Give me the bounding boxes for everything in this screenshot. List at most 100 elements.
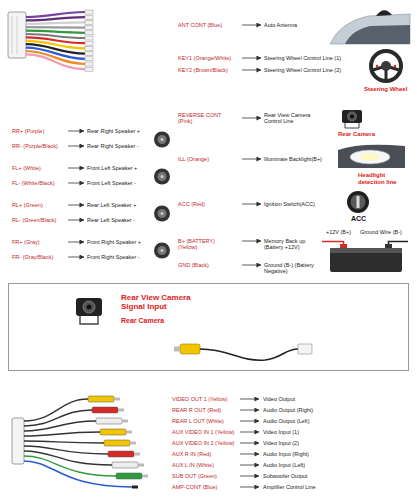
camera-picture	[76, 298, 102, 316]
headlight-picture	[338, 145, 405, 168]
wire-label: RR+ (Purple)	[12, 128, 44, 134]
steering-wheel-picture	[381, 61, 391, 71]
wire-label: ACC (Red)	[178, 201, 205, 207]
harness-connector	[26, 12, 85, 17]
rca-harness-picture	[100, 429, 126, 435]
rca-cable-picture	[200, 349, 298, 360]
ignition-picture	[347, 191, 369, 213]
pointer-arrow	[68, 205, 84, 206]
wire-label: REAR R OUT (Red)	[172, 407, 221, 413]
battery-picture	[330, 248, 402, 253]
part-caption: ACC	[351, 215, 366, 223]
function-label: Audio Input (Left)	[263, 462, 305, 468]
wire-label: KEY1 (Orange/White)	[178, 55, 231, 61]
camera-picture	[342, 110, 362, 128]
pointer-arrow	[68, 242, 84, 243]
wire-label: AUX VIDEO IN 1 (Yellow)	[172, 429, 234, 435]
rca-harness-picture	[88, 396, 114, 402]
rca-harness-picture	[142, 475, 148, 478]
camera-picture	[345, 123, 359, 128]
antenna-picture	[376, 10, 392, 16]
rca-harness-picture	[24, 441, 104, 443]
rca-harness-picture	[132, 486, 138, 489]
rca-harness-picture	[104, 440, 130, 446]
steering-wheel-picture	[371, 51, 401, 81]
speaker-icon	[158, 172, 167, 181]
pointer-arrow	[68, 183, 84, 184]
function-label: Rear Right Speaker +	[87, 128, 140, 134]
harness-connector	[26, 54, 85, 69]
wire-label: FL- (White/Black)	[12, 180, 54, 186]
function-label: Front Left Speaker -	[87, 180, 136, 186]
harness-connector	[85, 36, 93, 40]
rca-harness-picture	[96, 418, 122, 424]
camera-picture	[87, 305, 92, 310]
battery-picture	[385, 244, 392, 248]
camera-picture	[80, 316, 98, 324]
harness-connector	[85, 15, 93, 19]
pointer-arrow	[242, 204, 261, 205]
battery-picture	[389, 242, 409, 245]
wire-label: REAR L OUT (White)	[172, 418, 224, 424]
antenna-picture	[330, 10, 410, 44]
speaker-icon	[161, 212, 164, 215]
rca-harness-picture	[108, 451, 134, 457]
function-label: Steering Wheel Control Line (1)	[264, 55, 341, 61]
function-label: Audio Output (Right)	[263, 407, 313, 413]
camera-picture	[342, 110, 362, 123]
camera-picture	[76, 298, 102, 324]
camera-picture	[83, 301, 95, 313]
part-caption: Rear Camera	[338, 131, 375, 138]
pointer-arrow	[242, 241, 261, 242]
function-label: Rear Right Speaker -	[87, 143, 139, 149]
function-label: Ground (B-) (Battery Negative)	[264, 262, 318, 275]
wire-label: RL+ (Green)	[12, 202, 43, 208]
camera-picture	[348, 112, 357, 121]
pointer-arrow	[68, 220, 84, 221]
wire-label: ANT CONT (Blue)	[178, 22, 222, 28]
harness-connector	[26, 26, 85, 29]
ignition-picture	[357, 196, 360, 208]
wire-label: RL- (Green/Black)	[12, 217, 56, 223]
function-label: Illuminate Backlight(B+)	[264, 156, 322, 162]
rca-harness-picture	[24, 432, 100, 436]
harness-connector	[26, 17, 85, 20]
pointer-arrow	[68, 168, 84, 169]
rca-cable-picture	[180, 344, 200, 354]
headlight-picture	[350, 150, 390, 164]
harness-connector	[85, 52, 93, 56]
rca-harness-picture	[24, 456, 116, 476]
function-label: Front Left Speaker +	[87, 165, 137, 171]
wire-label: ILL (Orange)	[178, 156, 209, 162]
battery-picture	[340, 244, 347, 248]
pointer-arrow	[68, 257, 84, 258]
rca-harness-picture	[24, 446, 108, 454]
speaker-icon	[161, 138, 164, 141]
function-label: Video Input (1)	[263, 429, 299, 435]
harness-connector	[85, 57, 93, 61]
function-label: Front Right Speaker -	[87, 254, 140, 260]
speaker-icon	[161, 249, 164, 252]
wire-label: AUX R IN (Red)	[172, 451, 211, 457]
wire-label: AUX L IN (White)	[172, 462, 214, 468]
wire-label: FR- (Gray/Black)	[12, 254, 53, 260]
harness-connector	[85, 67, 93, 71]
harness-connector	[8, 12, 26, 58]
function-label: Front Right Speaker +	[87, 239, 141, 245]
wire-label: RR- (Purple/Black)	[12, 143, 58, 149]
speaker-icon	[154, 169, 170, 185]
ignition-picture	[351, 195, 366, 210]
wire-label: KEY2 (Brown/Black)	[178, 67, 228, 73]
terminal-label: +12V (B+)	[326, 229, 351, 235]
rca-harness-picture	[24, 399, 88, 421]
function-label: Memory Back up (Battery +12V)	[264, 238, 316, 251]
rca-harness-picture	[118, 409, 124, 412]
pointer-arrow	[242, 118, 261, 119]
rca-cable-picture	[174, 344, 312, 360]
function-label: Subwoofer Output	[263, 473, 307, 479]
harness-connector	[85, 26, 93, 30]
wire-label: AMP-CONT (Blue)	[172, 484, 217, 490]
rca-harness-picture	[122, 420, 128, 423]
function-label: Ignition Switch(ACC)	[264, 201, 315, 207]
wire-label: FL+ (White)	[12, 165, 41, 171]
